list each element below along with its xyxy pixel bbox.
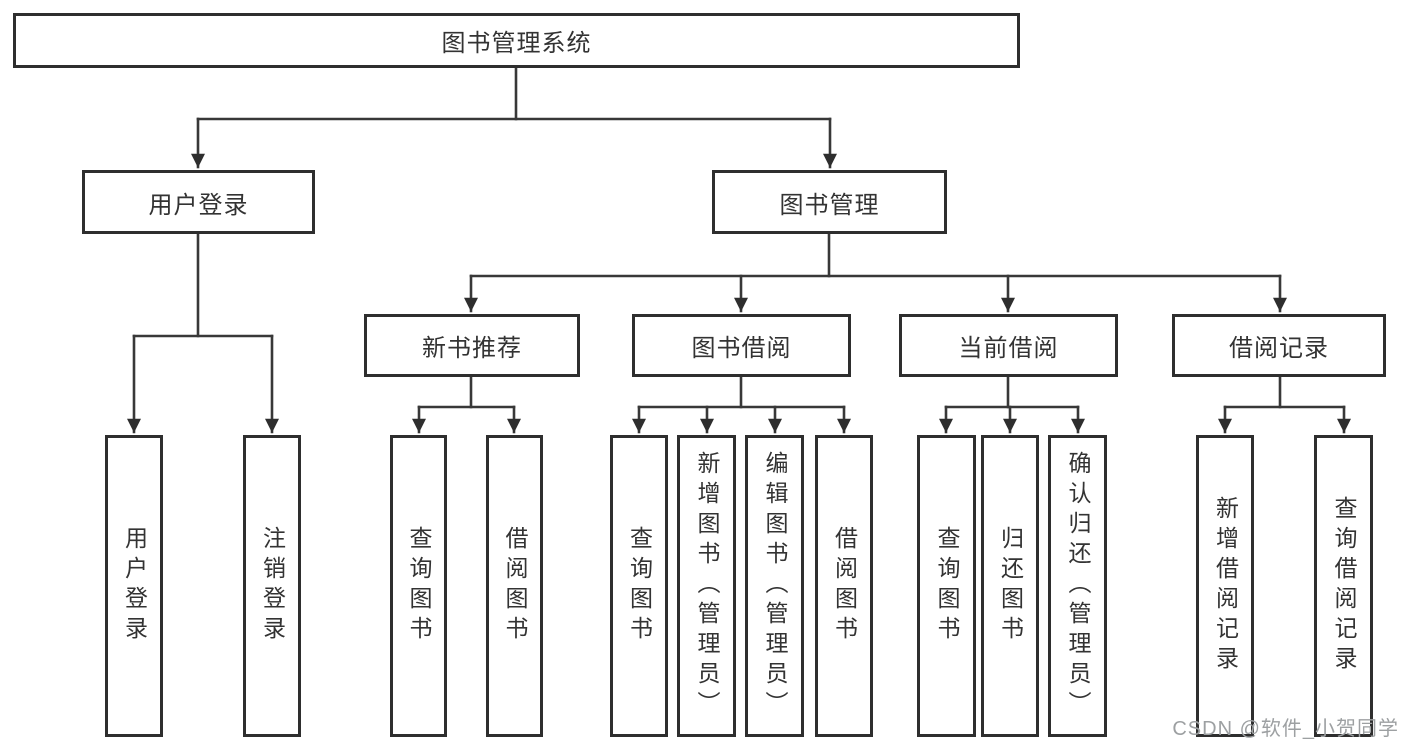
leaf-edit-books-admin: 编辑图书（管理员） <box>745 435 804 737</box>
leaf-borrow-books-recommend: 借阅图书 <box>486 435 543 737</box>
node-label: 确认归还（管理员） <box>1065 451 1091 721</box>
csdn-watermark: CSDN @软件_小贺同学 <box>1172 718 1399 740</box>
node-label: 新增借阅记录 <box>1212 496 1239 676</box>
node-label: 归还图书 <box>997 526 1024 646</box>
node-root-library-management-system: 图书管理系统 <box>13 13 1020 68</box>
node-label: 查询借阅记录 <box>1331 496 1357 676</box>
leaf-borrow-books: 借阅图书 <box>815 435 873 737</box>
node-borrow-record: 借阅记录 <box>1172 314 1386 377</box>
node-label: 当前借阅 <box>958 335 1059 362</box>
node-new-book-recommend: 新书推荐 <box>364 314 580 377</box>
leaf-query-books-recommend: 查询图书 <box>390 435 447 737</box>
node-book-borrow: 图书借阅 <box>632 314 851 377</box>
node-label: 用户登录 <box>148 191 249 219</box>
leaf-query-books-borrow: 查询图书 <box>610 435 668 737</box>
node-label: 查询图书 <box>626 526 653 646</box>
node-label: 借阅记录 <box>1229 335 1329 362</box>
leaf-logout: 注销登录 <box>243 435 301 737</box>
node-label: 查询图书 <box>406 526 432 646</box>
node-label: 用户登录 <box>121 526 148 646</box>
node-label: 新书推荐 <box>422 335 522 362</box>
node-label: 图书管理 <box>779 191 880 219</box>
node-label: 编辑图书（管理员） <box>762 451 788 721</box>
node-label: 新增图书（管理员） <box>694 451 720 721</box>
node-label: 查询图书 <box>934 526 960 646</box>
node-label: 图书借阅 <box>691 335 792 362</box>
node-label: 注销登录 <box>259 526 286 646</box>
node-current-borrow: 当前借阅 <box>899 314 1118 377</box>
leaf-confirm-return-admin: 确认归还（管理员） <box>1048 435 1107 737</box>
node-book-management-branch: 图书管理 <box>712 170 947 234</box>
leaf-add-borrow-record: 新增借阅记录 <box>1196 435 1254 737</box>
node-label: 借阅图书 <box>831 526 858 646</box>
leaf-return-books: 归还图书 <box>981 435 1039 737</box>
leaf-query-books-current: 查询图书 <box>917 435 976 737</box>
leaf-add-books-admin: 新增图书（管理员） <box>677 435 736 737</box>
node-label: 借阅图书 <box>502 526 528 646</box>
leaf-user-login: 用户登录 <box>105 435 163 737</box>
leaf-query-borrow-record: 查询借阅记录 <box>1314 435 1373 737</box>
node-label: 图书管理系统 <box>441 30 592 57</box>
node-user-login-branch: 用户登录 <box>82 170 315 234</box>
